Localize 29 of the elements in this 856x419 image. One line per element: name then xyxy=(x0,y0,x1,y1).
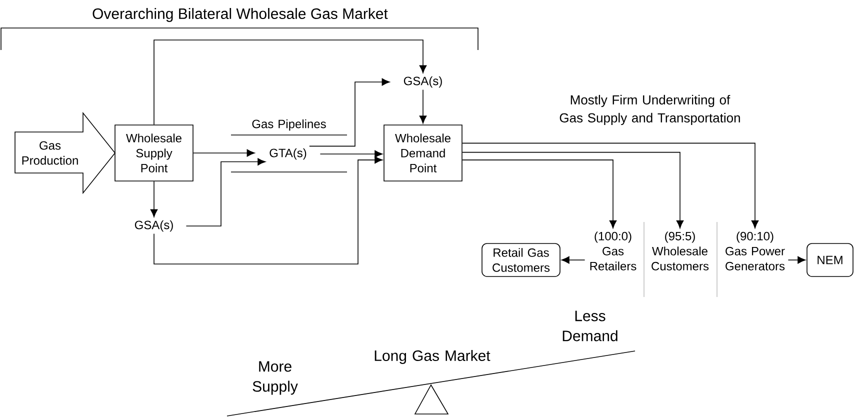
contract-label: GTA(s) xyxy=(270,148,306,160)
customer-group-label: (95:5) Wholesale Customers xyxy=(652,232,709,270)
note-text: Mostly Firm Underwriting of Gas Supply and Transportation xyxy=(560,94,740,126)
arrow xyxy=(320,150,383,158)
arrow xyxy=(154,156,383,264)
arrow xyxy=(462,152,684,228)
rounded-box: NEM xyxy=(806,243,854,277)
seesaw-label: Long Gas Market xyxy=(374,350,490,364)
arrow xyxy=(788,256,806,264)
arrow xyxy=(419,89,427,124)
customer-group-label: (90:10) Gas Power Generators xyxy=(726,232,785,270)
contract-label: GSA(s) xyxy=(404,76,442,88)
arrow xyxy=(561,256,586,264)
arrow xyxy=(309,78,390,147)
customer-group-label: (100:0) Gas Retailers xyxy=(590,232,636,270)
seesaw-label: Less Demand xyxy=(562,310,618,342)
arrow xyxy=(150,180,158,218)
arrow xyxy=(462,160,617,228)
process-box: Wholesale Supply Point xyxy=(114,124,194,182)
title: Overarching Bilateral Wholesale Gas Market xyxy=(92,8,388,22)
arrow xyxy=(154,40,427,125)
seesaw-label: More Supply xyxy=(252,361,298,395)
contract-label: GSA(s) xyxy=(134,220,173,232)
process-box: Wholesale Demand Point xyxy=(384,124,462,182)
arrow xyxy=(193,149,255,157)
rounded-box: Retail Gas Customers xyxy=(482,243,560,277)
arrow xyxy=(186,158,266,226)
section-label: Gas Pipelines xyxy=(252,119,326,131)
arrow xyxy=(462,142,759,228)
